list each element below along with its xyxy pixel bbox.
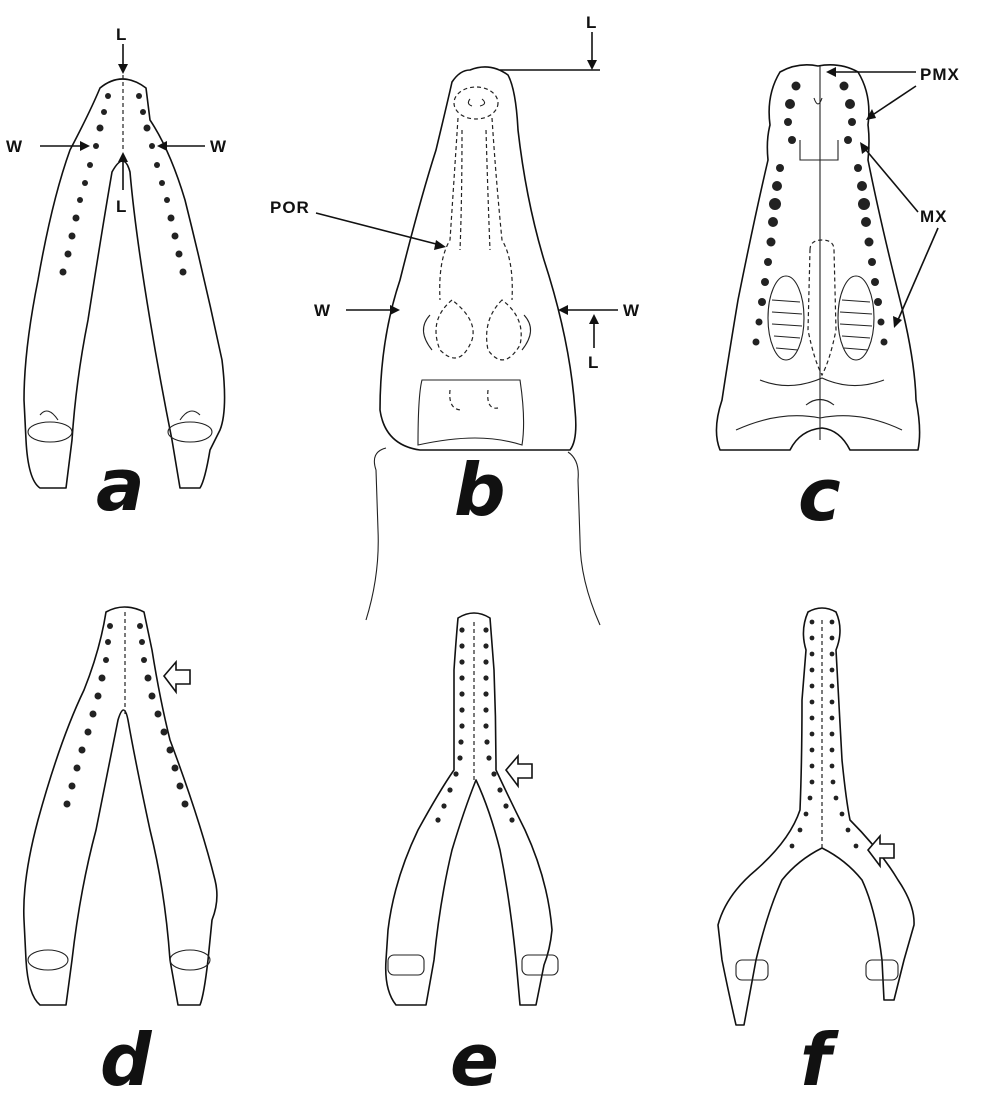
label-w-right-b: W bbox=[623, 301, 640, 320]
panel-label-f: f bbox=[800, 1018, 839, 1097]
arrow-marker-f bbox=[868, 836, 894, 866]
label-l-top-a: L bbox=[116, 25, 127, 44]
label-mx: MX bbox=[920, 207, 948, 226]
label-w-left-b: W bbox=[314, 301, 331, 320]
skull-b bbox=[366, 67, 600, 625]
jaw-f bbox=[718, 608, 914, 1025]
panel-label-a: a bbox=[96, 443, 145, 527]
label-w-right-a: W bbox=[210, 137, 227, 156]
jaw-a bbox=[24, 44, 225, 488]
label-pmx: PMX bbox=[920, 65, 960, 84]
teeth-d bbox=[64, 623, 189, 808]
label-l-bottom-b: L bbox=[588, 353, 599, 372]
teeth-e bbox=[435, 627, 514, 822]
jaw-d bbox=[24, 607, 217, 1005]
panel-label-e: e bbox=[450, 1018, 499, 1097]
panel-label-d: d bbox=[100, 1018, 153, 1097]
teeth-f bbox=[790, 620, 859, 849]
panel-label-c: c bbox=[798, 453, 841, 537]
arrow-marker-d bbox=[164, 662, 190, 692]
jaw-e bbox=[386, 613, 558, 1005]
arrow-marker-e bbox=[506, 756, 532, 786]
label-l-bottom-a: L bbox=[116, 197, 127, 216]
label-por: POR bbox=[270, 198, 310, 217]
label-w-left-a: W bbox=[6, 137, 23, 156]
palate-c bbox=[716, 65, 919, 450]
label-l-top-b: L bbox=[586, 13, 597, 32]
panel-label-b: b bbox=[454, 448, 506, 532]
